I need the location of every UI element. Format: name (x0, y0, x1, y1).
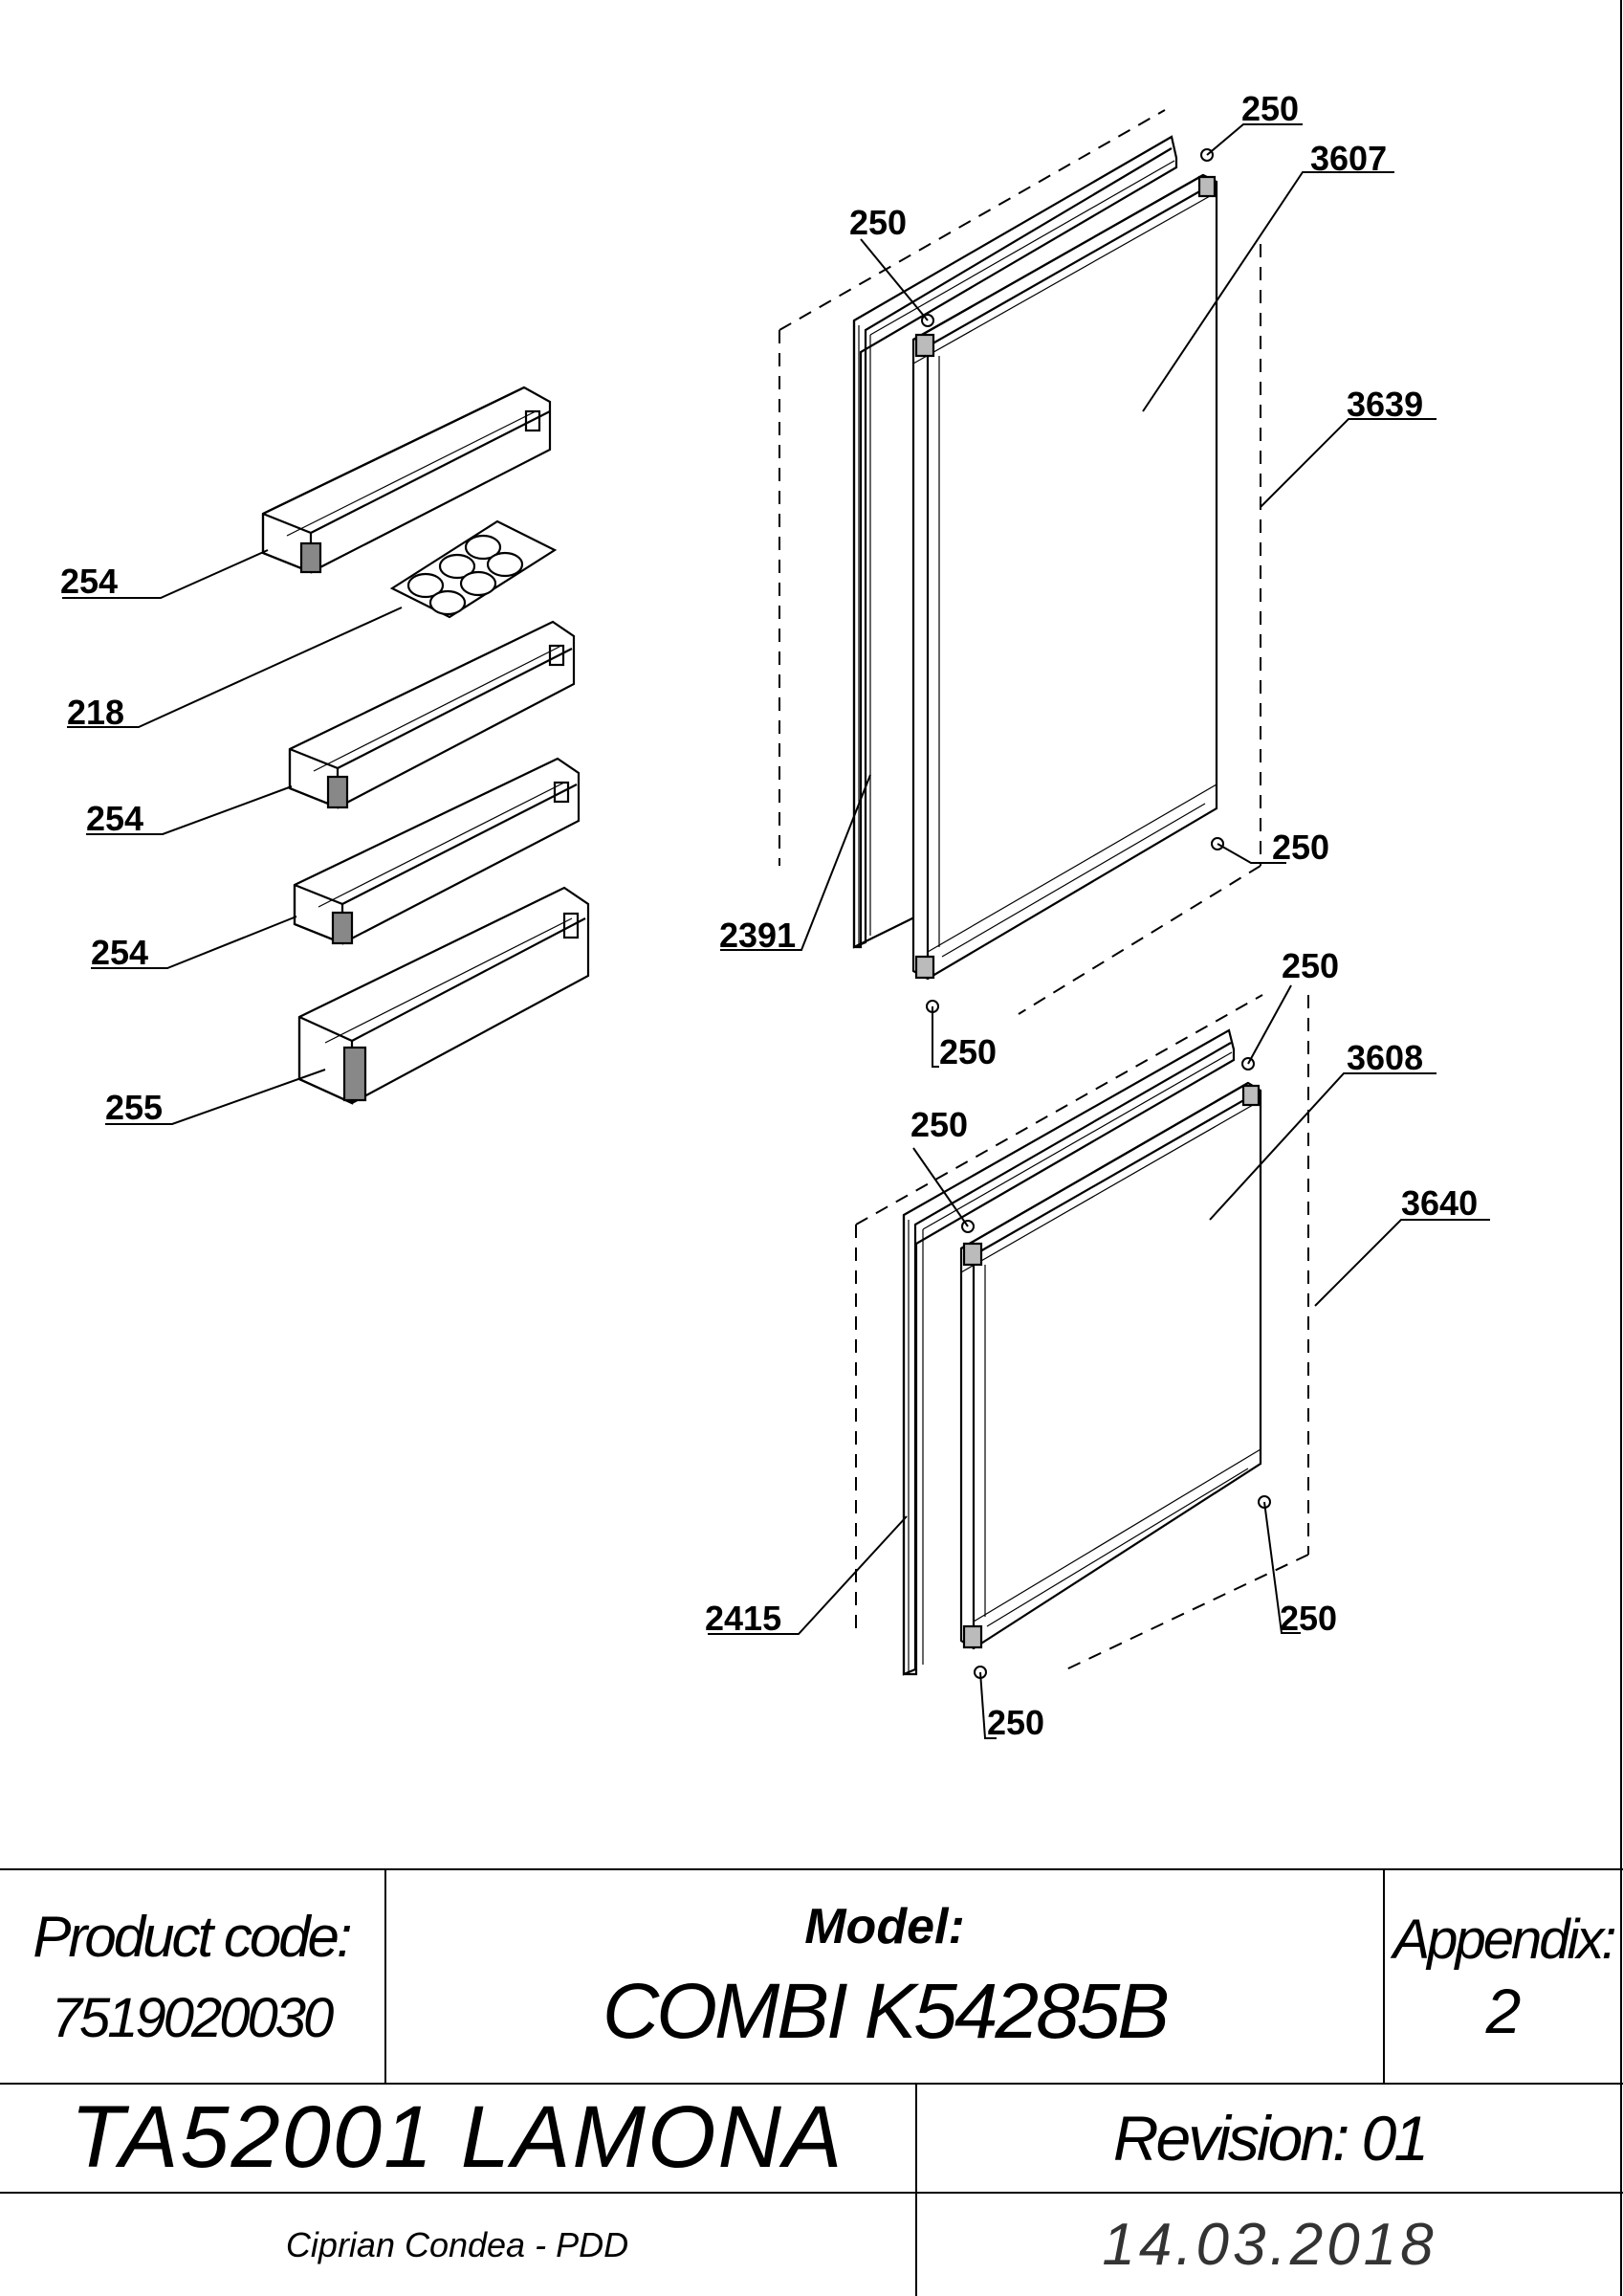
callout-250-middle: 250 (939, 1032, 997, 1071)
lower-door-outline-3640 (855, 994, 1309, 1670)
upper-door-panel-3607 (911, 173, 1218, 981)
lower-door-gasket-2415 (902, 1028, 1236, 1676)
author-cell: Ciprian Condea - PDD (0, 2195, 914, 2296)
drawing-title: TA52001 LAMONA (70, 2088, 844, 2187)
product-code-value: 7519020030 (51, 1987, 335, 2050)
callout-254-lower: 254 (91, 933, 148, 972)
callout-3608: 3608 (1347, 1038, 1423, 1077)
callout-254-top: 254 (60, 562, 118, 601)
revision-text: Revision: 01 (1112, 2102, 1429, 2174)
lower-door-panel-3608 (959, 1081, 1262, 1650)
revision-cell: Revision: 01 (918, 2086, 1621, 2191)
callout-250-bottom: 250 (987, 1703, 1044, 1742)
appendix-value: 2 (1485, 1975, 1522, 2046)
date-cell: 14.03.2018 (918, 2195, 1621, 2296)
upper-door-outline-3639 (779, 109, 1261, 1015)
model-cell: Model: COMBI K54285B (387, 1873, 1382, 2082)
callout-250-top: 250 (1241, 89, 1299, 128)
callout-3639: 3639 (1347, 385, 1423, 424)
callout-3640: 3640 (1401, 1183, 1478, 1223)
upper-door-gasket-2391 (852, 135, 1178, 949)
callout-250-lower-left: 250 (910, 1105, 968, 1144)
door-bin-254-top (261, 386, 552, 574)
callout-3607: 3607 (1310, 139, 1387, 178)
callout-250-lower-right: 250 (1280, 1599, 1337, 1638)
date-text: 14.03.2018 (1102, 2211, 1437, 2278)
callout-254-middle: 254 (86, 799, 143, 838)
callout-250-upper-right: 250 (1272, 828, 1329, 867)
leader-lines (62, 123, 1490, 1739)
callout-250-lower-top-right: 250 (1282, 946, 1339, 985)
appendix-cell: Appendix: 2 (1386, 1873, 1621, 2082)
model-label: Model: (804, 1899, 965, 1955)
callout-250-upper-left: 250 (849, 203, 907, 242)
drawing-title-cell: TA52001 LAMONA (0, 2086, 914, 2191)
appendix-label: Appendix: (1393, 1908, 1617, 1971)
callout-2415: 2415 (705, 1599, 781, 1638)
product-code-label: Product code: (33, 1905, 352, 1970)
callout-labels: 250 3607 250 3639 254 218 254 250 2391 2… (60, 89, 1478, 1742)
product-code-cell: Product code: 7519020030 (0, 1873, 383, 2082)
door-bin-254-lower (293, 757, 581, 945)
callout-218: 218 (67, 693, 124, 732)
door-bin-254-middle (288, 620, 576, 809)
model-value: COMBI K54285B (603, 1967, 1170, 2055)
callout-2391: 2391 (719, 916, 796, 955)
egg-tray-218 (389, 519, 558, 619)
callout-255: 255 (105, 1088, 163, 1127)
author-text: Ciprian Condea - PDD (285, 2225, 629, 2265)
bottle-bin-255 (297, 886, 590, 1105)
